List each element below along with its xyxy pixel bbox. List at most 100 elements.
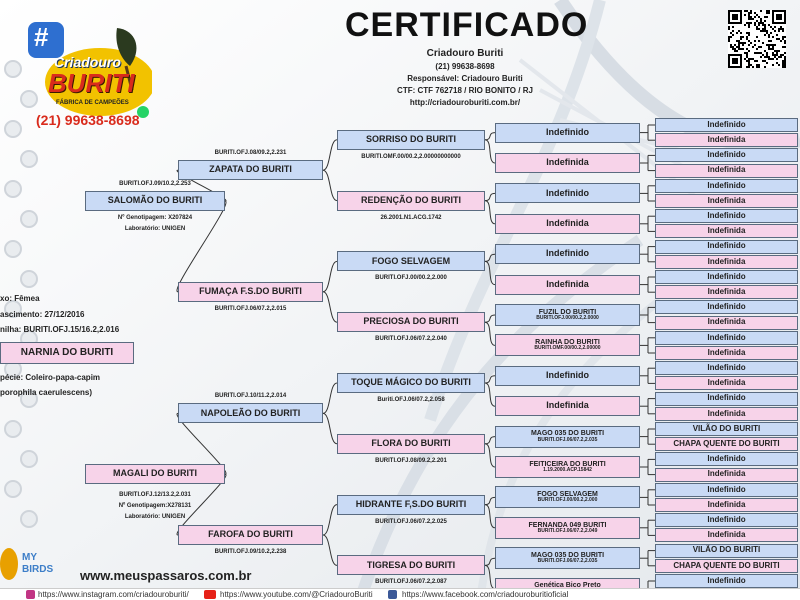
gen5-box: Indefinida (655, 163, 798, 178)
great-grandparent-box-label: TOQUE MÁGICO DO BURITI (351, 377, 471, 388)
gen5-box-label: Indefinido (707, 362, 746, 372)
gen5-box: Indefinido (655, 452, 798, 467)
gen5-box: VILÃO DO BURITI (655, 422, 798, 436)
great-grandparent-ring: BURITI.OFJ.00/00.2,2.000 (375, 275, 447, 282)
gen5-box-label: Indefinida (707, 378, 746, 388)
qr-code-icon (728, 10, 786, 68)
great-grandparent-box: FLORA DO BURITI (337, 433, 485, 454)
decorative-circle (20, 90, 38, 108)
great-grandparent-box-label: HIDRANTE F,S.DO BURITI (355, 498, 467, 509)
gen5-box-label: Indefinido (707, 514, 746, 524)
father-ring: BURITI.OFJ.09/10.2,2.253 (119, 181, 191, 187)
great-grandparent-ring: Buriti.OFJ.06/07.2,2.058 (377, 397, 445, 403)
mother-genotype: Nº Genotipagem:X278131 (118, 503, 192, 510)
logo-line2: BURITI (48, 68, 135, 98)
connector-line (484, 443, 496, 468)
gen5-box-label: Indefinida (707, 195, 746, 205)
gen5-box-label: Indefinido (707, 575, 746, 585)
connector-line (322, 382, 338, 414)
great-grandparent-box: PRECIOSA DO BURITI (337, 312, 485, 333)
mybirds-logo: MY BIRDS (0, 548, 70, 584)
gen4-box-label: MAGO 035 DO BURITI (530, 551, 605, 559)
decorative-circle (20, 150, 38, 168)
grandparent-box-label: ZAPATA DO BURITI (209, 164, 292, 175)
decorative-circle (4, 240, 22, 258)
great-grandparent-box: REDENÇÃO DO BURITI (337, 190, 485, 211)
social-bar (0, 588, 800, 600)
gen4-box: Indefinida (495, 396, 640, 417)
father-lab: Laboratório: UNIGEN (124, 226, 186, 232)
great-grandparent-box: SORRISO DO BURITI (337, 129, 485, 150)
mother-lab: Laboratório: UNIGEN (124, 514, 186, 521)
great-grandparent-ring: 26.2001.N1.ACG.1742 (380, 214, 442, 221)
gen4-ring: 1.19.2000.ACP.15842 (543, 467, 592, 474)
bird-ring: nilha: BURITI.OFJ.15/16.2,2.016 (0, 325, 120, 334)
facebook-link[interactable]: https://www.facebook.com/criadouroburiti… (402, 590, 569, 599)
gen5-box-label: Indefinido (707, 210, 746, 220)
gen5-box-label: CHAPA QUENTE DO BURITI (673, 438, 780, 448)
gen4-box: Indefinida (495, 213, 640, 234)
website-link[interactable]: http://criadouroburiti.com.br/ (409, 98, 521, 107)
connector-line (484, 253, 496, 262)
connector-line (484, 139, 496, 164)
gen5-box-label: Indefinido (707, 119, 746, 129)
connector-line (322, 504, 338, 536)
gen4-box-label: Indefinido (546, 248, 589, 259)
great-grandparent-box-label: FOGO SELVAGEM (371, 255, 451, 266)
great-grandparent-box: HIDRANTE F,S.DO BURITI (337, 494, 485, 515)
gen4-ring: BURITI.OMF.00/00.2,2.00000 (534, 345, 601, 352)
grandparent-ring: BURITI.OFJ.06/07.2,2.015 (214, 305, 287, 312)
gen4-box-label: FERNANDA 049 BURITI (528, 521, 607, 529)
connector-line (176, 473, 227, 536)
gen5-box: Indefinida (655, 376, 798, 391)
connector-line (176, 169, 227, 202)
connector-line (484, 496, 496, 506)
gen5-box-label: Indefinido (707, 180, 746, 190)
grandparent-ring: BURITI.OFJ.10/11.2,2.014 (214, 393, 287, 400)
bird-species: pécie: Coleiro-papa-capim (0, 373, 101, 382)
connector-line (484, 132, 496, 141)
gen4-box-label: FEITICEIRA DO BURITI (529, 460, 606, 468)
gen5-box-label: Indefinida (707, 408, 746, 418)
gen5-box-label: Indefinido (707, 302, 746, 312)
connector-line (484, 314, 496, 323)
gen5-box-label: Indefinida (707, 165, 746, 175)
decorative-circle (4, 480, 22, 498)
gen5-box-label: Indefinida (707, 226, 746, 236)
connector-line (484, 436, 496, 445)
gen4-ring: BURITI.OFJ.06/07.2,2.035 (537, 436, 598, 443)
gen5-box-label: Indefinida (707, 134, 746, 144)
breeder-name: Criadouro Buriti (426, 48, 504, 59)
decorative-circle (20, 210, 38, 228)
certificate-title: CERTIFICADO (345, 6, 589, 44)
grandparent-box: FUMAÇA F.S.DO BURITI (178, 281, 323, 302)
great-grandparent-ring: BURITI.OFJ.08/09.2,2.201 (375, 457, 447, 464)
decorative-circle (20, 510, 38, 528)
gen5-box: CHAPA QUENTE DO BURITI (655, 437, 798, 452)
connector-line (484, 192, 496, 202)
grandparent-ring: BURITI.OFJ.09/10.2,2.238 (214, 549, 287, 555)
instagram-link[interactable]: https://www.instagram.com/criadouroburit… (38, 590, 189, 599)
instagram-icon (26, 590, 35, 599)
youtube-link[interactable]: https://www.youtube.com/@CriadouroBuriti (220, 590, 373, 599)
mother-box: MAGALI DO BURITI (85, 464, 225, 485)
connector-line (322, 534, 338, 566)
qr-code-graphic (728, 10, 786, 68)
gen5-box: Indefinida (655, 254, 798, 269)
gen5-box-label: Indefinido (707, 241, 746, 251)
great-grandparent-ring: BURITI.OFJ.06/07.2,2.025 (375, 518, 447, 525)
gen5-box: CHAPA QUENTE DO BURITI (655, 558, 798, 573)
gen5-box-label: Indefinida (707, 256, 746, 266)
footer-url[interactable]: www.meuspassaros.com.br (80, 568, 252, 583)
gen5-box: Indefinido (655, 300, 798, 315)
grandparent-box-label: FUMAÇA F.S.DO BURITI (199, 286, 302, 297)
gen4-box-label: Indefinido (546, 126, 589, 137)
gen5-box: Indefinido (655, 330, 798, 345)
decorative-circle (4, 420, 22, 438)
gen4-box-label: Indefinida (546, 157, 589, 168)
gen4-box-label: FUZIL DO BURITI (538, 308, 597, 316)
responsible-text: Responsável: Criadouro Buriti (407, 74, 523, 83)
grandparent-box-label: FAROFA DO BURITI (208, 529, 293, 540)
